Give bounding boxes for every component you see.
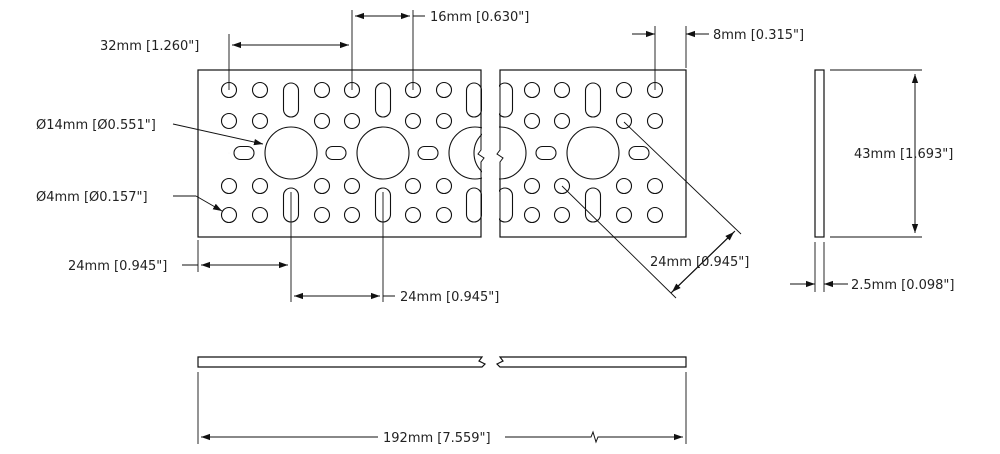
- small-hole: [313, 81, 331, 99]
- small-hole: [251, 206, 269, 224]
- small-hole: [313, 177, 331, 195]
- small-hole: [343, 206, 361, 224]
- small-hole: [646, 206, 664, 224]
- horizontal-slot: [417, 145, 439, 161]
- horizontal-slot: [325, 145, 347, 161]
- small-hole: [435, 177, 453, 195]
- small-hole: [220, 177, 238, 195]
- small-hole: [523, 177, 541, 195]
- small-hole: [553, 81, 571, 99]
- large-hole: [356, 126, 410, 180]
- small-hole: [343, 112, 361, 130]
- front-view-left-segment: [197, 69, 502, 238]
- large-hole: [264, 126, 318, 180]
- vertical-slot: [374, 82, 392, 118]
- small-hole: [435, 81, 453, 99]
- vertical-slot: [584, 187, 602, 223]
- offset-8-label: 8mm [0.315"]: [713, 28, 804, 43]
- small-hole: [251, 112, 269, 130]
- vertical-slot: [465, 82, 483, 118]
- large-hole-label: Ø14mm [Ø0.551"]: [36, 118, 156, 133]
- diagonal-dimension: 24mm [0.945"]: [561, 121, 749, 299]
- small-hole: [313, 112, 331, 130]
- side-view: 43mm [1.693"] 2.5mm [0.098"]: [790, 69, 954, 293]
- spacing-16-label: 16mm [0.630"]: [430, 10, 529, 25]
- edge-view-left: [197, 356, 487, 368]
- small-hole: [404, 177, 422, 195]
- right-hole-pattern: [473, 81, 664, 224]
- thickness-label: 2.5mm [0.098"]: [851, 278, 954, 293]
- top-dimensions: 16mm [0.630"] 32mm [1.260"] 8mm [0.315"]: [100, 10, 804, 90]
- break-line-left: [477, 70, 485, 237]
- edge-view: 192mm [7.559"]: [197, 356, 687, 446]
- small-hole: [553, 112, 571, 130]
- small-hole: [435, 206, 453, 224]
- spacing-32-label: 32mm [1.260"]: [100, 39, 199, 54]
- horizontal-slot: [535, 145, 557, 161]
- small-hole: [615, 206, 633, 224]
- small-hole: [435, 112, 453, 130]
- vertical-slot: [282, 82, 300, 118]
- horizontal-slot: [233, 145, 255, 161]
- height-label: 43mm [1.693"]: [854, 147, 953, 162]
- small-hole: [523, 206, 541, 224]
- small-hole: [251, 81, 269, 99]
- small-hole: [523, 112, 541, 130]
- spacing-24-bottom-label: 24mm [0.945"]: [400, 290, 499, 305]
- break-line-right: [496, 70, 504, 237]
- left-dimensions: Ø14mm [Ø0.551"] Ø4mm [Ø0.157"] 24mm [0.9…: [36, 118, 499, 305]
- spacing-24-diagonal-label: 24mm [0.945"]: [650, 255, 749, 270]
- horizontal-slot: [628, 145, 650, 161]
- vertical-slot: [584, 82, 602, 118]
- small-hole: [553, 206, 571, 224]
- small-hole: [220, 206, 238, 224]
- vertical-slot: [465, 187, 483, 223]
- small-hole: [343, 177, 361, 195]
- small-hole: [404, 112, 422, 130]
- small-hole: [615, 112, 633, 130]
- front-view-right-segment: [473, 69, 687, 238]
- offset-24-left-label: 24mm [0.945"]: [68, 259, 167, 274]
- small-hole: [646, 177, 664, 195]
- side-view-plate: [814, 69, 825, 238]
- small-hole: [404, 206, 422, 224]
- small-hole: [251, 177, 269, 195]
- break-gap: [482, 66, 499, 242]
- small-hole: [615, 177, 633, 195]
- small-hole: [615, 81, 633, 99]
- total-length-label: 192mm [7.559"]: [383, 431, 491, 446]
- small-hole: [313, 206, 331, 224]
- small-hole: [646, 112, 664, 130]
- small-hole: [220, 112, 238, 130]
- small-hole-label: Ø4mm [Ø0.157"]: [36, 190, 148, 205]
- large-hole: [566, 126, 620, 180]
- edge-view-right: [495, 356, 687, 368]
- small-hole: [523, 81, 541, 99]
